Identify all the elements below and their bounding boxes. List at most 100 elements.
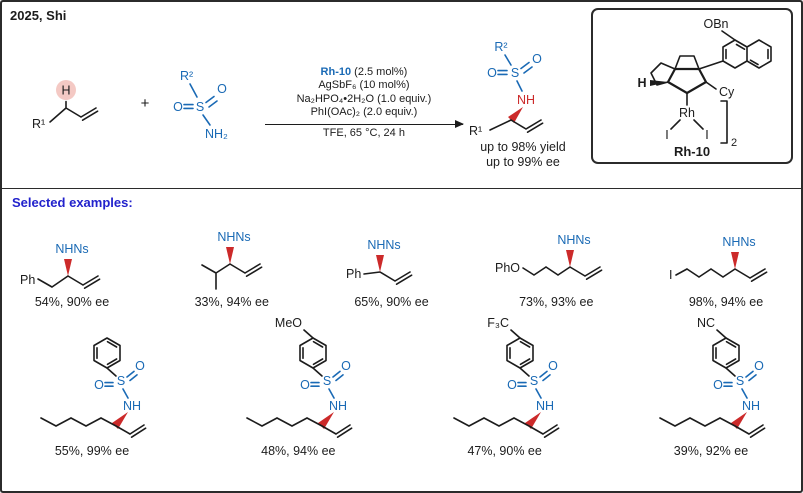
nh-label: NH bbox=[329, 399, 347, 413]
condition-line-3: Na₂HPO₄•2H₂O (1.0 equiv.) bbox=[296, 92, 432, 105]
oxygen-right-label: O bbox=[754, 359, 764, 373]
stereo-wedge-bond bbox=[731, 252, 739, 269]
obn-bond bbox=[721, 30, 736, 41]
product-block: R² S O O NH R¹ up to 98% yield up to 99%… bbox=[465, 36, 581, 171]
example-6: S O O NH 55%, 99% ee bbox=[12, 315, 172, 458]
skeleton-bonds bbox=[659, 417, 766, 438]
reaction-equation: R¹ H + R² S O O NH₂ Rh-10 (2.5 mol%) AgS… bbox=[10, 25, 581, 181]
sulfur-label: S bbox=[196, 100, 204, 114]
catalyst-loading: (2.5 mol%) bbox=[351, 65, 408, 78]
dimer-subscript: 2 bbox=[731, 137, 737, 147]
r2-label: R² bbox=[180, 69, 193, 83]
catalyst-structure: OBn H Cy Rh I I 2 bbox=[637, 17, 772, 147]
r2-label: R² bbox=[494, 40, 507, 54]
cp-ring bbox=[666, 67, 708, 95]
sulfur-label: S bbox=[529, 374, 537, 388]
substrate-bonds bbox=[48, 100, 99, 123]
para-substituent-label: MeO bbox=[275, 316, 302, 330]
example-1: Ph NHNs 54%, 90% ee bbox=[12, 222, 132, 309]
plus-sign: + bbox=[140, 94, 150, 112]
aryl-ring bbox=[712, 337, 740, 377]
iodide-bonds bbox=[670, 119, 704, 130]
stereo-wedge-bond bbox=[225, 247, 234, 264]
stereo-wedge-bond bbox=[64, 259, 72, 276]
product-skeleton-bonds bbox=[489, 118, 544, 133]
figure-header: 2025, Shi bbox=[10, 8, 67, 23]
fused-rings bbox=[650, 55, 700, 86]
condition-line-2: AgSbF₆ (10 mol%) bbox=[318, 79, 410, 92]
condition-line-1: Rh-10 (2.5 mol%) bbox=[265, 66, 463, 80]
oxygen-right-label: O bbox=[135, 359, 145, 373]
catalyst-name-label: Rh-10 bbox=[673, 144, 711, 159]
skeleton-bonds bbox=[452, 417, 560, 438]
example-2: NHNs 33%, 94% ee bbox=[172, 214, 292, 309]
ee-text: up to 99% ee bbox=[486, 155, 560, 169]
examples-title: Selected examples: bbox=[12, 195, 133, 210]
skeleton-bonds bbox=[362, 271, 412, 285]
naphthalene-rings bbox=[698, 39, 772, 70]
sulfonyl-bonds bbox=[723, 370, 757, 399]
para-substituent-label: NC bbox=[697, 316, 715, 330]
stereo-wedge-bond bbox=[507, 106, 523, 123]
example-6-structure: S O O NH bbox=[40, 337, 147, 438]
stereo-wedge-bond bbox=[375, 255, 384, 272]
example-caption: 55%, 99% ee bbox=[54, 444, 130, 458]
substituent-bond bbox=[509, 329, 521, 339]
example-5: I NHNs 98%, 94% ee bbox=[661, 222, 791, 309]
sulfonyl-bonds bbox=[310, 370, 345, 399]
reaction-conditions: Rh-10 (2.5 mol%) AgSbF₆ (10 mol%) Na₂HPO… bbox=[264, 66, 464, 141]
sulfur-label: S bbox=[736, 374, 744, 388]
cy-bond bbox=[705, 81, 717, 90]
product-structure: R² S O O NH R¹ bbox=[469, 40, 544, 138]
example-4: PhO NHNs 73%, 93% ee bbox=[491, 222, 621, 309]
example-caption: 39%, 92% ee bbox=[673, 444, 749, 458]
example-5-structure: I NHNs bbox=[669, 235, 768, 282]
example-7-structure: MeO S O O NH bbox=[246, 316, 353, 438]
nh-label: NH bbox=[517, 93, 535, 107]
stereo-h-label: H bbox=[637, 76, 646, 90]
example-8: F₃C S O O NH 47%, 90% ee bbox=[425, 315, 585, 458]
catalyst-name-inline: Rh-10 bbox=[320, 65, 352, 78]
condition-line-4: PhI(OAc)₂ (2.0 equiv.) bbox=[310, 106, 418, 119]
oxygen-left-label: O bbox=[300, 378, 310, 392]
example-caption: 73%, 93% ee bbox=[519, 295, 594, 309]
substrate-structure: R¹ H bbox=[32, 80, 99, 131]
sulfonamide-structure: R² S O O NH₂ bbox=[173, 69, 228, 141]
example-8-structure: F₃C S O O NH bbox=[452, 316, 560, 438]
aryl-ring bbox=[93, 337, 121, 377]
r1-label: R¹ bbox=[469, 124, 482, 138]
sulfur-label: S bbox=[117, 374, 125, 388]
rh-label: Rh bbox=[679, 106, 695, 120]
example-9-structure: NC S O O NH bbox=[659, 316, 766, 438]
example-caption: 33%, 94% ee bbox=[194, 295, 269, 309]
oxygen-right-label: O bbox=[532, 52, 542, 66]
example-caption: 48%, 94% ee bbox=[261, 444, 336, 458]
sulfur-label: S bbox=[323, 374, 331, 388]
sulfur-label: S bbox=[511, 66, 519, 80]
h-wedge-bond bbox=[650, 80, 668, 86]
catalyst-box: OBn H Cy Rh I I 2 Rh-10 bbox=[591, 8, 793, 164]
obn-label: OBn bbox=[703, 17, 728, 31]
iodide-left-label: I bbox=[665, 128, 668, 142]
nhns-label: NHNs bbox=[558, 233, 591, 247]
scheme-section: 2025, Shi R¹ H + R² S O O NH₂ Rh-10 (2.5… bbox=[10, 8, 793, 188]
substituent-bond bbox=[303, 329, 315, 339]
examples-row-1: Ph NHNs 54%, 90% ee NHNs 33%, 94% ee Ph bbox=[12, 214, 791, 309]
skeleton-bonds bbox=[675, 268, 768, 282]
ch-highlight-circle bbox=[55, 80, 76, 100]
oxygen-left-label: O bbox=[94, 378, 104, 392]
skeleton-bonds bbox=[37, 275, 101, 289]
examples-section: Selected examples: Ph NHNs 54%, 90% ee N… bbox=[2, 188, 801, 458]
aryl-ring bbox=[505, 337, 534, 377]
oxygen-left-label: O bbox=[713, 378, 723, 392]
nh2-label: NH₂ bbox=[205, 127, 228, 141]
skeleton-bonds bbox=[522, 266, 603, 280]
example-caption: 54%, 90% ee bbox=[34, 295, 110, 309]
nhns-label: NHNs bbox=[55, 242, 88, 256]
stereo-wedge-bond bbox=[566, 250, 575, 267]
nh-label: NH bbox=[536, 399, 554, 413]
product-sulfonyl-bonds bbox=[497, 53, 533, 92]
skeleton-bonds bbox=[40, 417, 147, 438]
left-substituent-label: Ph bbox=[20, 273, 35, 287]
